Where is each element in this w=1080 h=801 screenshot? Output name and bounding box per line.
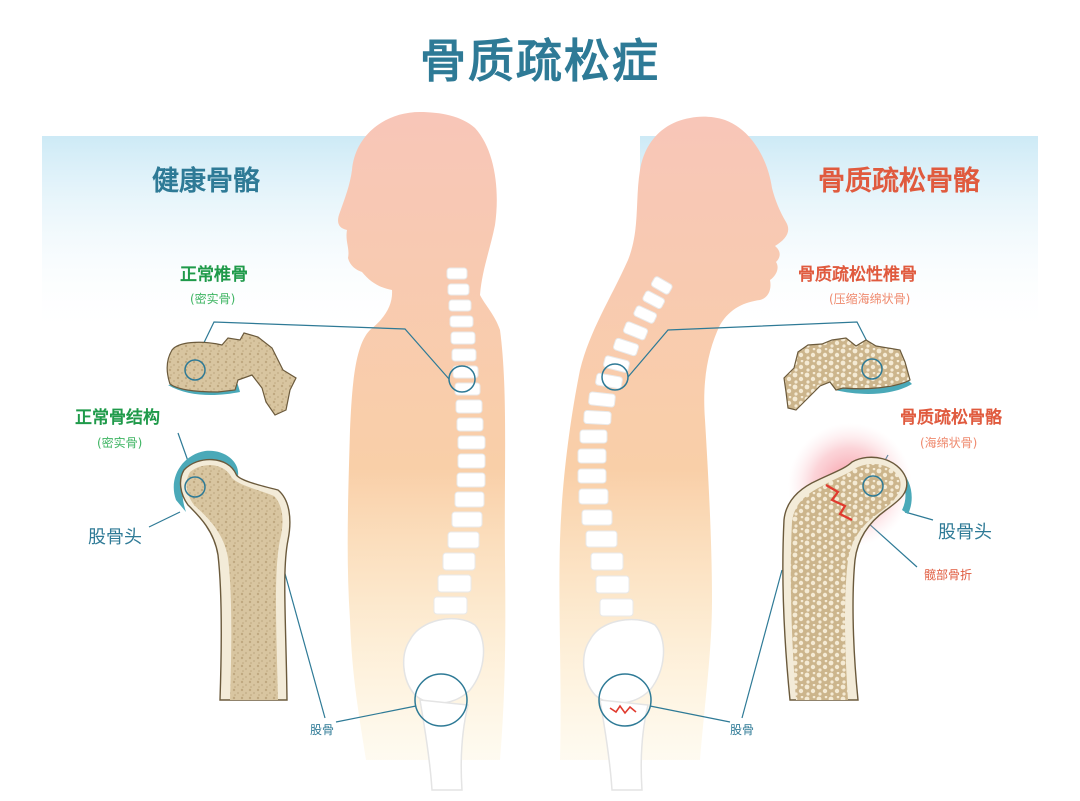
normal-vertebra-label: 正常椎骨 [180,265,248,285]
left-pelvis [403,617,485,791]
left-femoral-head-label: 股骨头 [88,527,142,548]
left-hip-focus-circle [414,673,468,727]
normal-vertebra-sublabel: (密实骨) [190,292,236,306]
hip-fracture-label: 髋部骨折 [924,568,973,582]
left-vertebra-illustration [166,332,297,416]
osteo-structure-label: 骨质疏松骨骼 [900,408,1002,428]
normal-structure-label: 正常骨结构 [75,408,160,428]
right-spine [577,276,673,617]
right-femur-label: 股骨 [730,723,755,737]
osteo-vertebra-label: 骨质疏松性椎骨 [798,265,917,285]
right-femoral-head-label: 股骨头 [938,522,992,543]
left-femur-label: 股骨 [310,723,335,737]
normal-structure-sublabel: (密实骨) [97,436,143,450]
healthy-bone-heading: 健康骨骼 [152,166,260,197]
right-hip-fracture-mark [609,704,637,715]
page-title: 骨质疏松症 [420,34,660,88]
right-femur-illustration [782,423,912,701]
osteo-vertebra-sublabel: (压缩海绵状骨) [829,292,911,306]
osteo-structure-sublabel: (海绵状骨) [920,436,978,450]
right-vertebra-illustration [783,337,912,411]
left-femur-illustration [173,450,291,701]
right-hip-focus-circle [598,673,652,727]
osteoporosis-bone-heading: 骨质疏松骨骼 [818,166,980,197]
